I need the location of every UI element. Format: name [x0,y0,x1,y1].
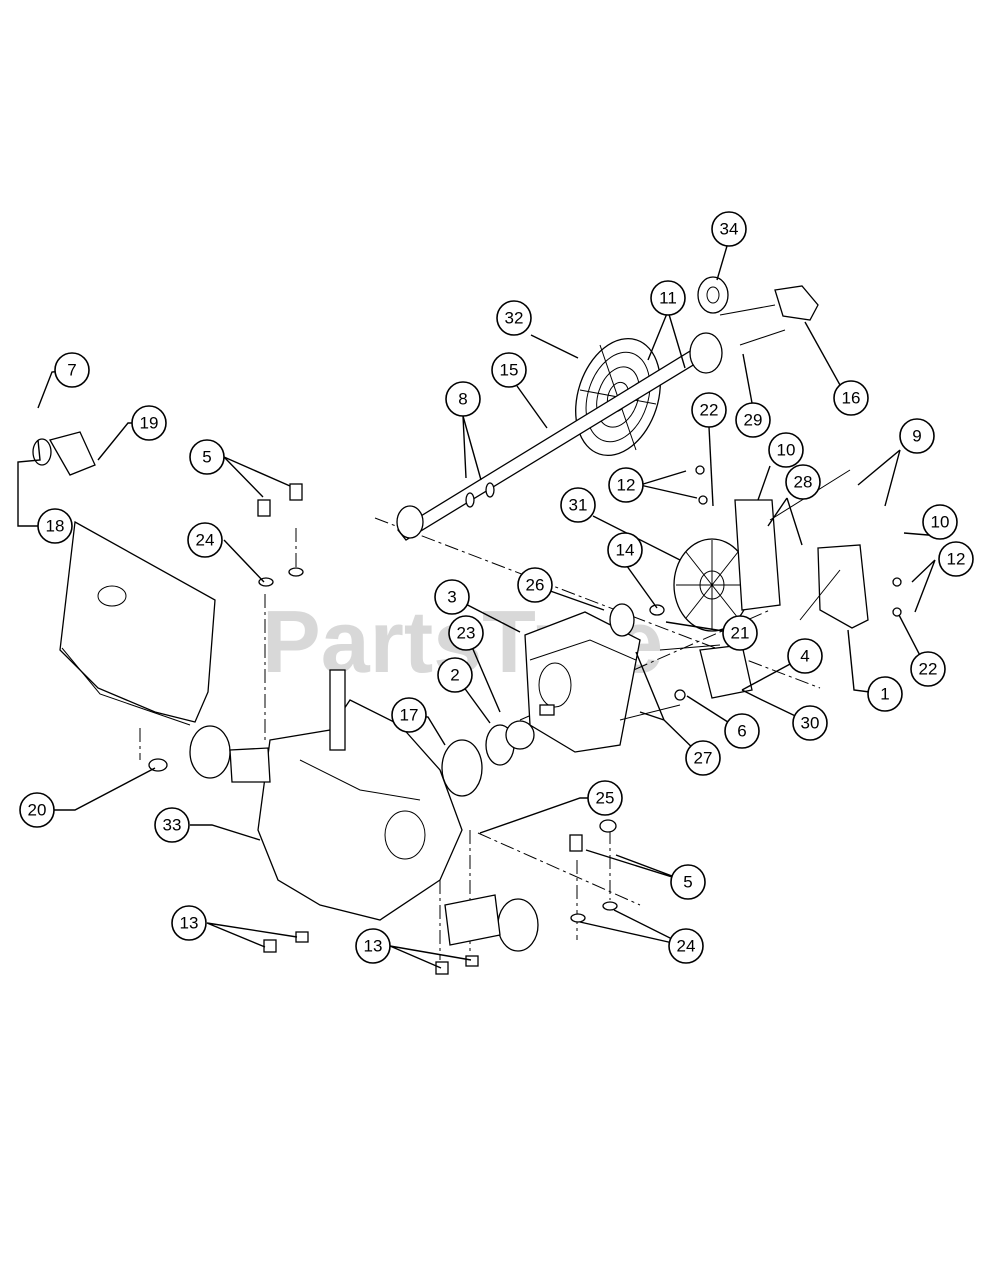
svg-text:34: 34 [720,220,739,239]
svg-text:12: 12 [617,476,636,495]
callout-25[interactable]: 25 [587,780,623,816]
svg-text:20: 20 [28,801,47,820]
fender-housing [59,520,216,726]
svg-text:32: 32 [505,309,524,328]
gasket [441,739,483,797]
svg-text:21: 21 [731,624,750,643]
pump-housing [524,611,641,753]
callout-16[interactable]: 16 [833,380,869,416]
svg-text:31: 31 [569,496,588,515]
callout-13a[interactable]: 13 [171,905,207,941]
callout-33[interactable]: 33 [154,807,190,843]
callout-23[interactable]: 23 [448,615,484,651]
callout-28[interactable]: 28 [785,464,821,500]
callout-13b[interactable]: 13 [355,928,391,964]
svg-text:11: 11 [659,289,677,308]
axle-hub-right [444,894,539,952]
callout-22a[interactable]: 22 [691,392,727,428]
svg-text:30: 30 [801,714,820,733]
callout-18[interactable]: 18 [37,508,73,544]
svg-text:22: 22 [919,660,938,679]
svg-text:24: 24 [196,531,215,550]
callout-31[interactable]: 31 [560,487,596,523]
callout-24b[interactable]: 24 [668,928,704,964]
callout-7[interactable]: 7 [54,352,90,388]
svg-text:22: 22 [700,401,719,420]
callout-3[interactable]: 3 [434,579,470,615]
callout-11[interactable]: 11 [650,280,686,316]
mounting-bracket-right [734,499,869,629]
svg-text:10: 10 [931,513,950,532]
svg-text:13: 13 [180,914,199,933]
svg-text:5: 5 [202,448,211,467]
valve-block [699,644,753,699]
svg-text:24: 24 [677,937,696,956]
svg-text:9: 9 [912,427,921,446]
svg-text:14: 14 [616,541,635,560]
leader-lines [17,245,941,969]
callout-32[interactable]: 32 [496,300,532,336]
callout-10a[interactable]: 10 [768,432,804,468]
svg-text:15: 15 [500,361,519,380]
callout-4[interactable]: 4 [787,638,823,674]
gear [485,720,535,766]
callout-20[interactable]: 20 [19,792,55,828]
svg-text:25: 25 [596,789,615,808]
svg-text:1: 1 [880,685,889,704]
pivot-bracket [32,431,96,476]
callout-1[interactable]: 1 [867,676,903,712]
svg-text:16: 16 [842,389,861,408]
input-shaft [396,332,723,541]
svg-text:8: 8 [458,390,467,409]
callout-24a[interactable]: 24 [187,522,223,558]
callout-5a[interactable]: 5 [189,439,225,475]
callout-29[interactable]: 29 [735,402,771,438]
axle-hub-left [189,725,271,783]
callout-34[interactable]: 34 [711,211,747,247]
svg-text:6: 6 [737,722,746,741]
callout-12a[interactable]: 12 [608,467,644,503]
callout-17[interactable]: 17 [391,697,427,733]
callout-8[interactable]: 8 [445,381,481,417]
svg-text:7: 7 [67,361,76,380]
bracket [774,285,819,321]
callout-5b[interactable]: 5 [670,864,706,900]
callout-6[interactable]: 6 [724,713,760,749]
svg-text:2: 2 [450,666,459,685]
svg-text:26: 26 [526,576,545,595]
callout-12b[interactable]: 12 [938,541,974,577]
callout-22b[interactable]: 22 [910,651,946,687]
svg-text:28: 28 [794,473,813,492]
callout-9[interactable]: 9 [899,418,935,454]
svg-text:18: 18 [46,517,65,536]
callout-14[interactable]: 14 [607,532,643,568]
callout-21[interactable]: 21 [722,615,758,651]
svg-text:17: 17 [400,706,419,725]
svg-text:27: 27 [694,749,713,768]
svg-text:3: 3 [447,588,456,607]
svg-text:29: 29 [744,411,763,430]
callout-26[interactable]: 26 [517,567,553,603]
callout-30[interactable]: 30 [792,705,828,741]
transaxle-housing [257,669,463,921]
hardware [148,304,902,975]
svg-text:13: 13 [364,937,383,956]
callout-10b[interactable]: 10 [922,504,958,540]
svg-text:33: 33 [163,816,182,835]
svg-text:19: 19 [140,414,159,433]
callout-27[interactable]: 27 [685,740,721,776]
svg-text:5: 5 [683,873,692,892]
svg-text:10: 10 [777,441,796,460]
callout-15[interactable]: 15 [491,352,527,388]
svg-text:4: 4 [800,647,809,666]
pulley [697,276,729,314]
callout-2[interactable]: 2 [437,657,473,693]
svg-text:23: 23 [457,624,476,643]
callout-19[interactable]: 19 [131,405,167,441]
svg-text:12: 12 [947,550,966,569]
